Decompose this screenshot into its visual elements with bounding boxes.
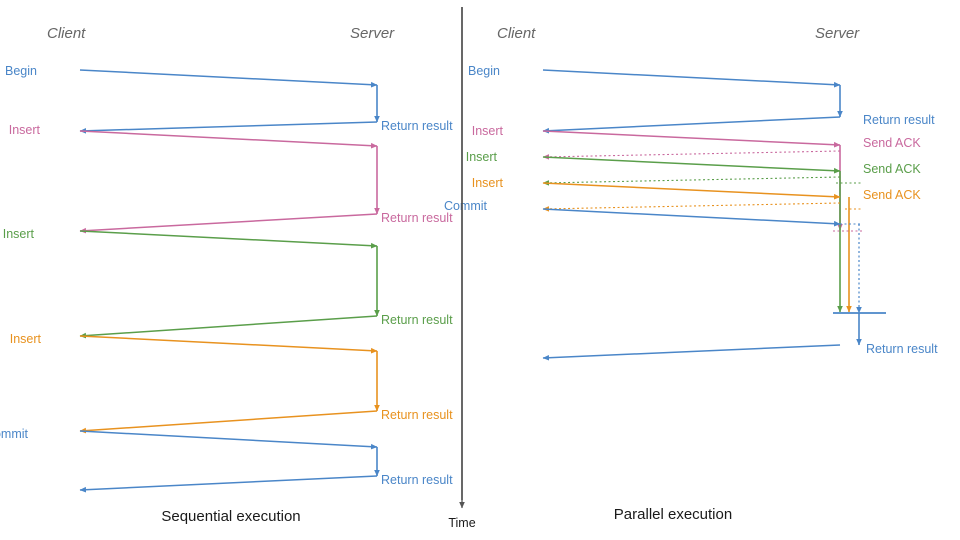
- insert1-ack-arrow: [542, 150, 841, 160]
- commit-return-label: Return result: [866, 342, 938, 356]
- insert2-ack-arrow: [542, 176, 841, 186]
- insert1-return-label: Return result: [381, 211, 453, 225]
- panel-caption-sequential: Sequential execution: [161, 508, 300, 525]
- insert3-request-arrow: [79, 335, 378, 354]
- insert2-request-arrow: [542, 156, 841, 174]
- insert3-ack-arrow: [542, 202, 841, 212]
- insert1-request-label: Insert: [9, 123, 41, 137]
- insert3-return-label: Return result: [381, 408, 453, 422]
- commit-return-label: Return result: [381, 473, 453, 487]
- insert2-return-label: Return result: [381, 313, 453, 327]
- begin-return-arrow: [79, 121, 378, 134]
- begin-return-label: Return result: [863, 113, 935, 127]
- commit-return-arrow: [542, 344, 841, 361]
- insert1-ack-label: Send ACK: [863, 136, 921, 150]
- begin-request-arrow: [79, 69, 378, 88]
- commit-request-label: Commit: [0, 427, 29, 441]
- insert2-request-label: Insert: [466, 150, 498, 164]
- insert1-request-label: Insert: [472, 124, 504, 138]
- panel-caption-parallel: Parallel execution: [614, 506, 732, 523]
- insert2-request-label: Insert: [3, 227, 35, 241]
- insert1-request-arrow: [79, 130, 378, 149]
- actor-label-server: Server: [350, 25, 395, 42]
- commit-request-arrow: [542, 208, 841, 227]
- actor-label-client: Client: [497, 25, 536, 42]
- insert3-request-label: Insert: [472, 176, 504, 190]
- begin-request-label: Begin: [468, 64, 500, 78]
- commit-request-label: Commit: [444, 199, 488, 213]
- insert2-request-arrow: [79, 230, 378, 249]
- insert2-ack-label: Send ACK: [863, 162, 921, 176]
- insert3-request-label: Insert: [10, 332, 42, 346]
- commit-return-arrow: [79, 475, 378, 493]
- insert2-return-arrow: [79, 315, 378, 339]
- begin-return-label: Return result: [381, 119, 453, 133]
- begin-request-label: Begin: [5, 64, 37, 78]
- insert3-request-arrow: [542, 182, 841, 200]
- insert1-request-arrow: [542, 130, 841, 148]
- commit-request-arrow: [79, 430, 378, 450]
- begin-return-arrow: [542, 116, 841, 134]
- begin-request-arrow: [542, 69, 841, 88]
- actor-label-client: Client: [47, 25, 86, 42]
- insert3-return-arrow: [79, 410, 378, 434]
- insert1-return-arrow: [79, 213, 378, 234]
- insert3-ack-label: Send ACK: [863, 188, 921, 202]
- actor-label-server: Server: [815, 25, 860, 42]
- time-axis-layer: Time: [448, 10, 476, 530]
- time-axis-label: Time: [448, 516, 475, 530]
